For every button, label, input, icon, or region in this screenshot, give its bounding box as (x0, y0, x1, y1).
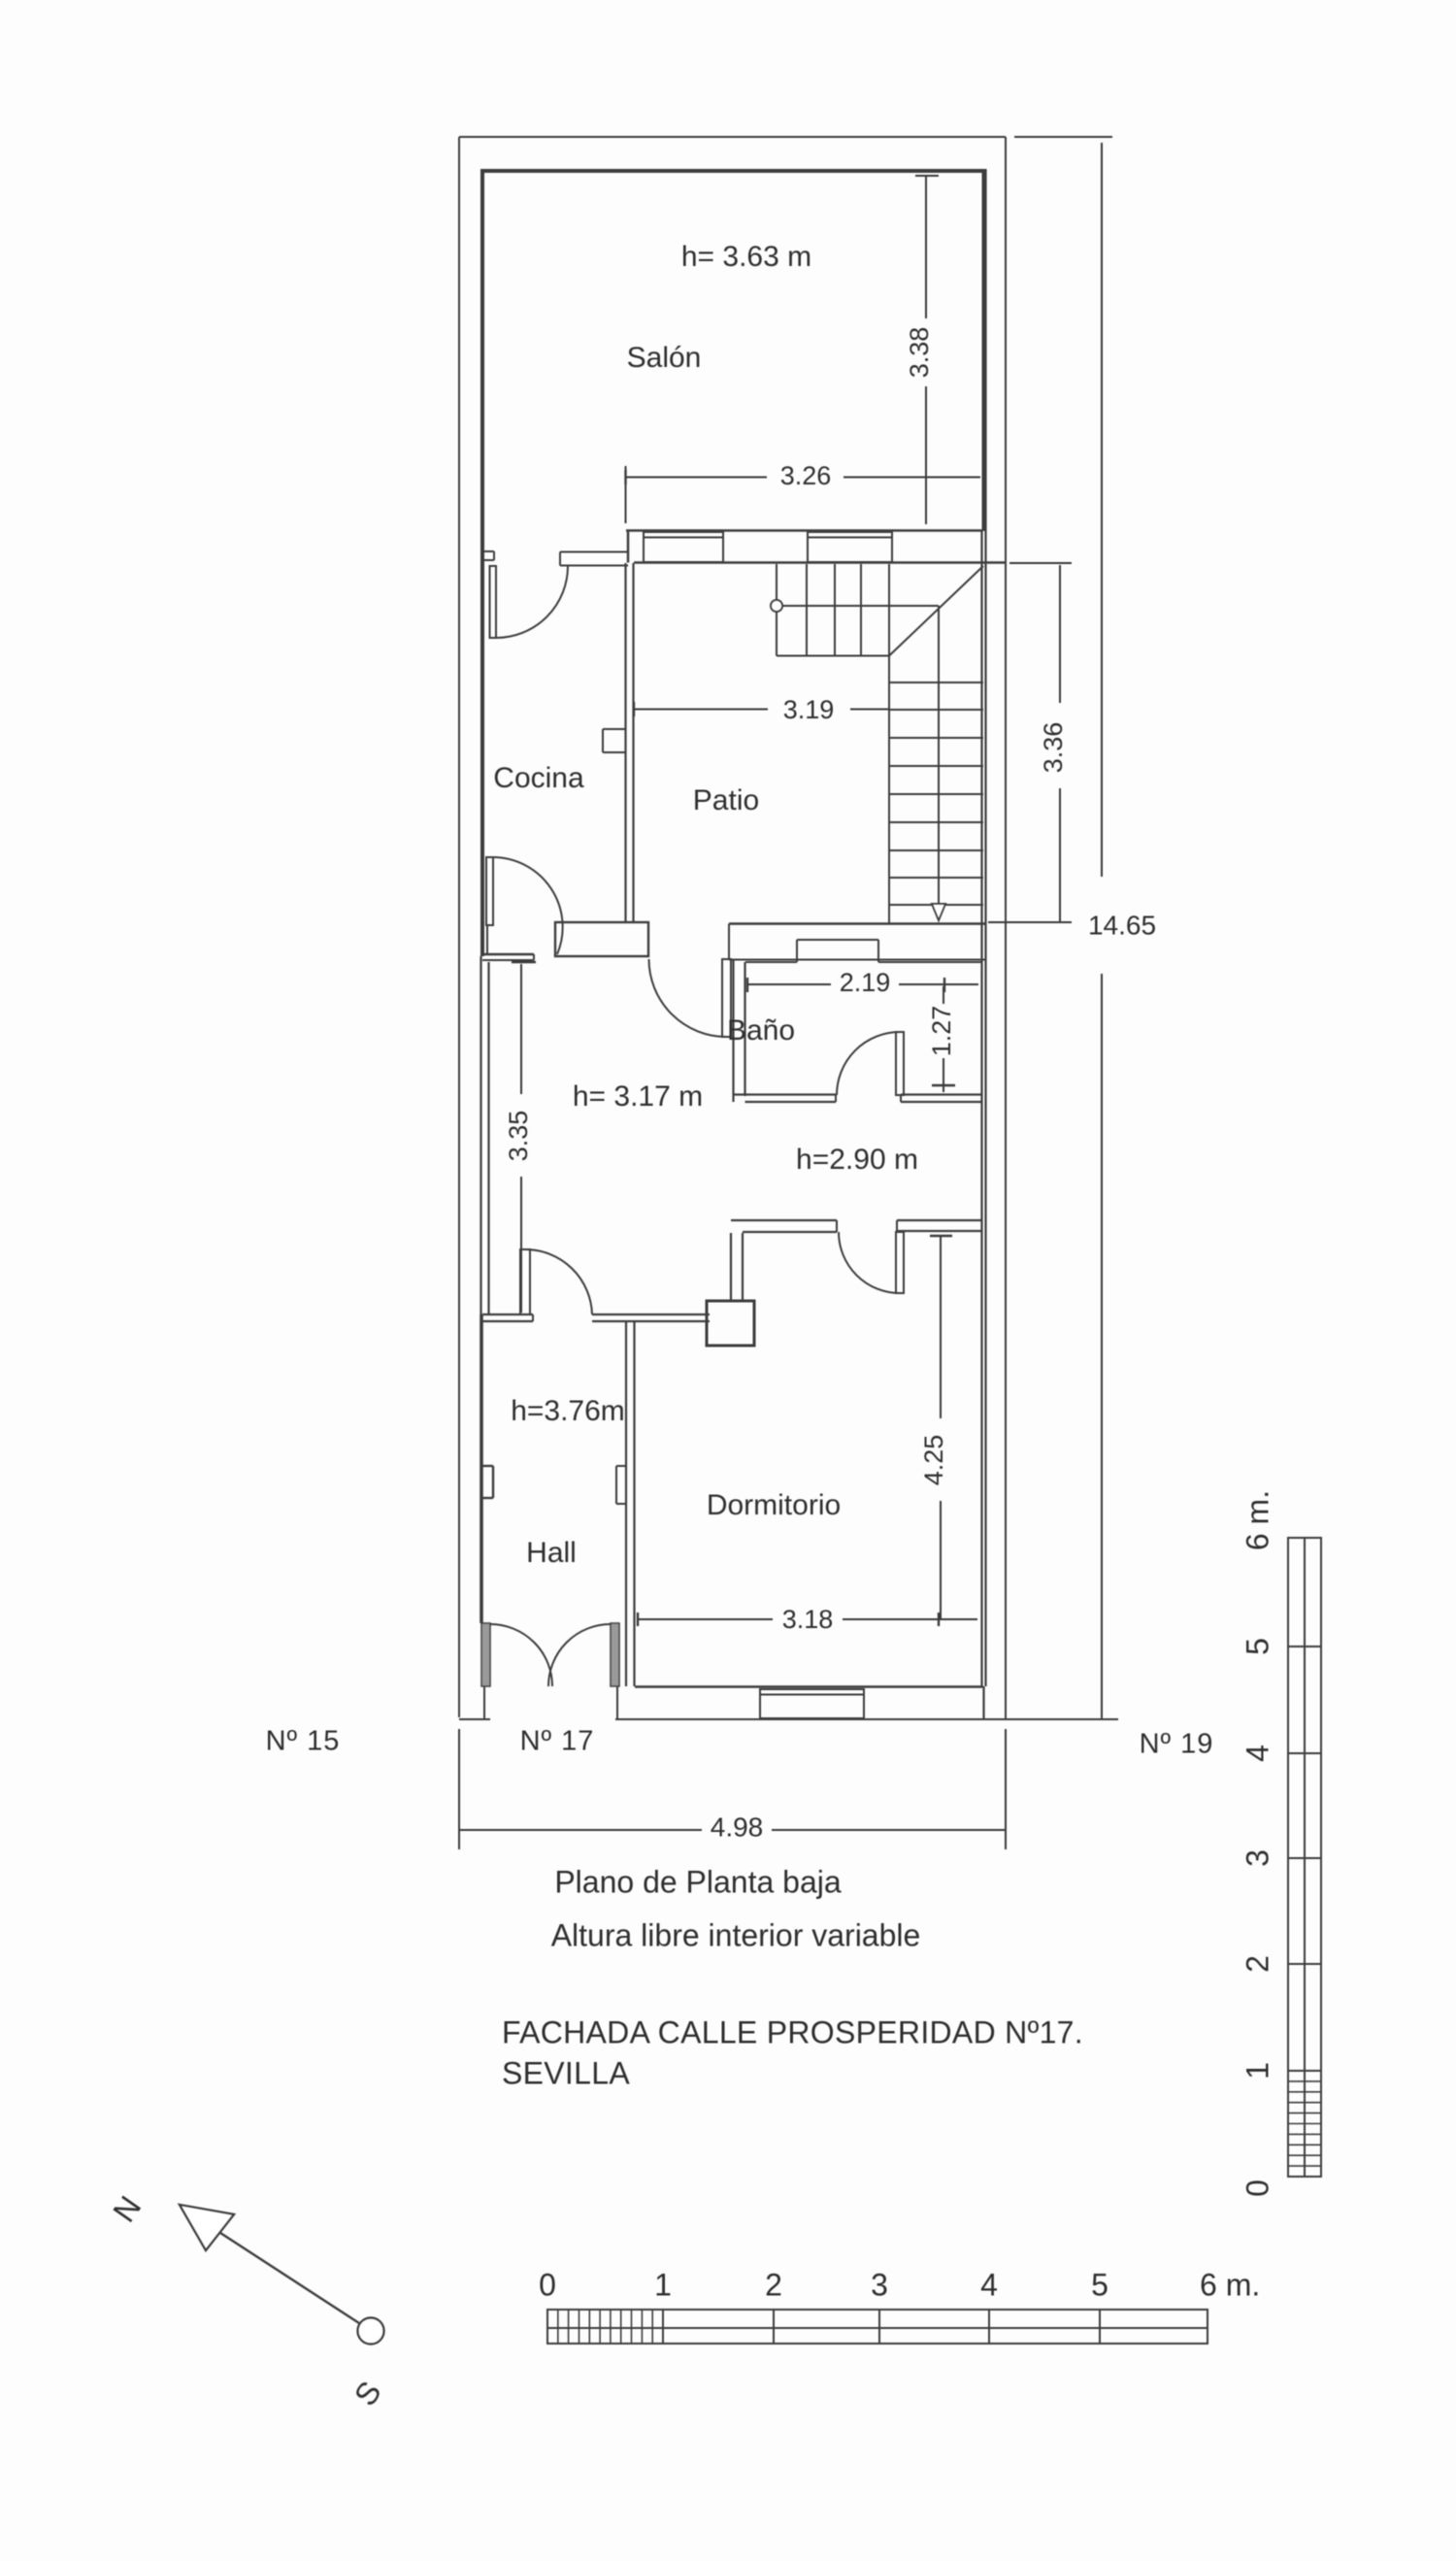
svg-text:2: 2 (1240, 1955, 1274, 1973)
svg-text:Nº 15: Nº 15 (266, 1726, 341, 1757)
svg-text:5: 5 (1240, 1638, 1274, 1655)
svg-text:2: 2 (765, 2267, 782, 2302)
svg-text:Nº 19: Nº 19 (1140, 1729, 1214, 1760)
svg-text:3.26: 3.26 (780, 461, 832, 490)
svg-text:3.35: 3.35 (504, 1111, 533, 1162)
svg-text:3.38: 3.38 (905, 327, 934, 379)
svg-text:Dormitorio: Dormitorio (707, 1489, 841, 1521)
svg-text:Plano de Planta baja: Plano de Planta baja (554, 1864, 842, 1899)
svg-text:Hall: Hall (526, 1537, 577, 1569)
svg-text:4.25: 4.25 (919, 1435, 948, 1486)
svg-text:1: 1 (1240, 2062, 1274, 2079)
svg-text:4: 4 (1240, 1745, 1274, 1762)
svg-text:0: 0 (1240, 2179, 1274, 2197)
svg-text:3: 3 (871, 2267, 888, 2302)
svg-text:Nº 17: Nº 17 (520, 1726, 595, 1757)
svg-text:14.65: 14.65 (1088, 910, 1156, 940)
svg-text:FACHADA CALLE PROSPERIDAD Nº17: FACHADA CALLE PROSPERIDAD Nº17. (502, 2014, 1083, 2049)
svg-text:4: 4 (980, 2267, 998, 2302)
svg-text:3.36: 3.36 (1039, 722, 1068, 774)
svg-text:3.19: 3.19 (783, 695, 835, 724)
svg-text:Patio: Patio (693, 784, 759, 816)
svg-text:4.98: 4.98 (711, 1812, 764, 1842)
svg-text:1.27: 1.27 (927, 1006, 956, 1057)
svg-text:h=2.90 m: h=2.90 m (796, 1144, 918, 1176)
svg-text:h= 3.17 m: h= 3.17 m (573, 1081, 703, 1113)
svg-text:1: 1 (654, 2267, 672, 2302)
svg-text:Salón: Salón (627, 342, 702, 374)
svg-text:6 m.: 6 m. (1200, 2267, 1260, 2302)
svg-text:Cocina: Cocina (493, 762, 584, 794)
svg-text:Baño: Baño (727, 1014, 795, 1047)
svg-text:h= 3.63 m: h= 3.63 m (681, 241, 811, 273)
svg-text:3.18: 3.18 (782, 1605, 834, 1634)
svg-text:SEVILLA: SEVILLA (502, 2055, 630, 2090)
svg-text:3: 3 (1240, 1849, 1274, 1867)
svg-text:2.19: 2.19 (840, 968, 891, 997)
svg-text:0: 0 (539, 2267, 556, 2302)
svg-text:5: 5 (1091, 2267, 1109, 2302)
svg-text:h=3.76m: h=3.76m (511, 1395, 625, 1427)
svg-text:Altura libre interior variable: Altura libre interior variable (551, 1917, 921, 1952)
svg-text:6 m.: 6 m. (1240, 1490, 1274, 1550)
